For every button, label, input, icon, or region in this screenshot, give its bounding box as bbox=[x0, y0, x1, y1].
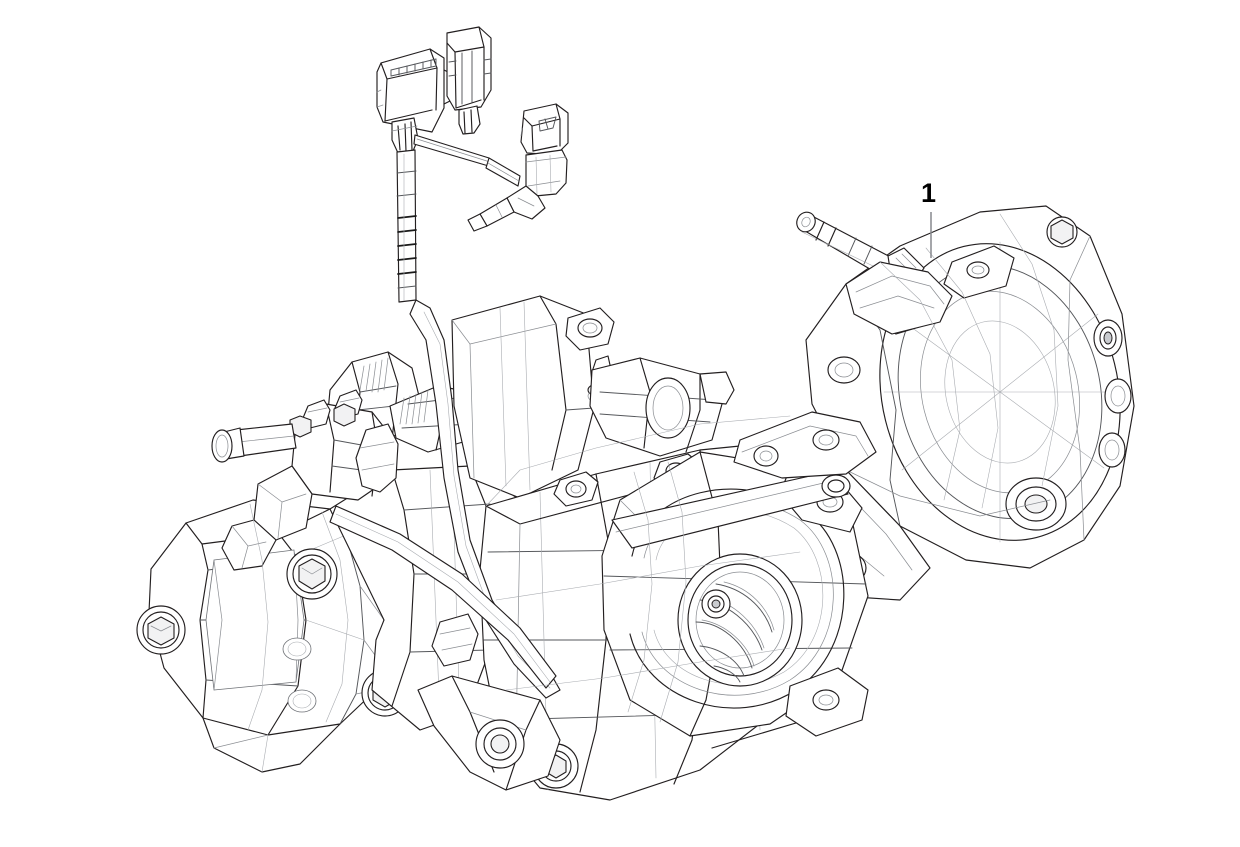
cover-left-boss bbox=[827, 356, 861, 384]
crankshaft-position-sensor bbox=[467, 103, 569, 232]
wiring-harness-connector-5pin bbox=[376, 48, 453, 154]
cover-mount-ear-top-mid bbox=[943, 245, 1015, 299]
engine-mount-bracket bbox=[417, 675, 561, 791]
engine-wiring-loom bbox=[409, 299, 561, 699]
wiring-harness-connector-2pin bbox=[446, 26, 492, 135]
cover-bolt-corner bbox=[1046, 216, 1078, 248]
cam-cover-neck bbox=[589, 357, 735, 457]
cover-rim-bolt-3 bbox=[1098, 432, 1126, 468]
coolant-hose bbox=[329, 505, 557, 689]
callout-label-1: 1 bbox=[921, 178, 937, 208]
crankcase-mount-eye-1 bbox=[553, 471, 599, 507]
crankcase-cvt-seam bbox=[733, 411, 877, 479]
corrugated-cable-sleeve bbox=[396, 149, 417, 303]
hatch-shading-manifold bbox=[399, 389, 429, 425]
wireframe-construction-lines bbox=[247, 213, 1059, 731]
cover-bolt-upper-right bbox=[286, 548, 338, 600]
cover-bolt-left bbox=[136, 605, 186, 655]
cover-rim-bolt-2 bbox=[1104, 378, 1132, 414]
cover-rim-bolt-1 bbox=[1093, 319, 1123, 357]
harness-branch-cable bbox=[413, 134, 521, 187]
cooling-fan bbox=[677, 553, 803, 687]
cvt-cover-rib bbox=[611, 471, 851, 549]
hatch-shading-intake bbox=[359, 357, 389, 393]
